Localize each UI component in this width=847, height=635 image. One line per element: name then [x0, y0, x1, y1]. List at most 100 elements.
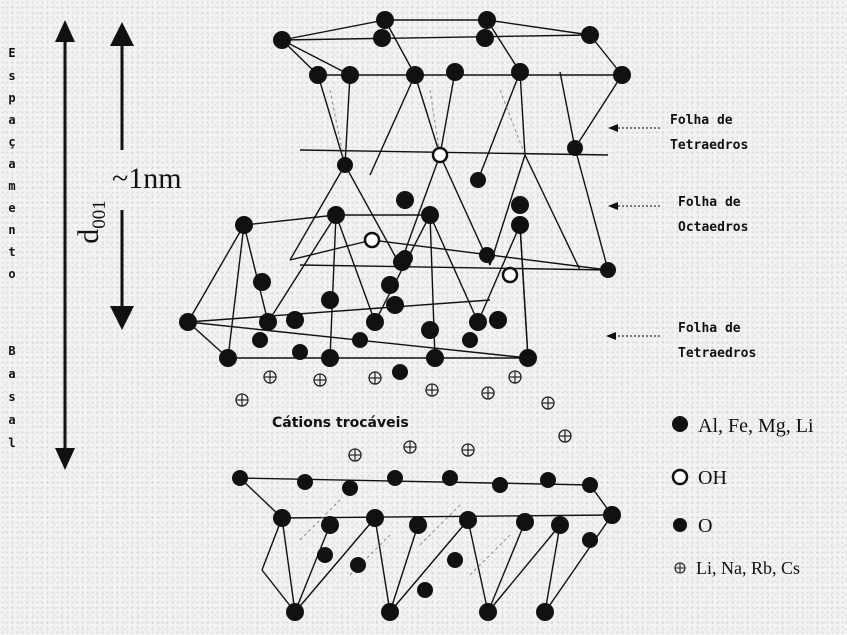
svg-text:Al, Fe, Mg, Li: Al, Fe, Mg, Li [698, 415, 814, 437]
svg-text:Folha de: Folha de [678, 321, 741, 336]
exchangeable-cation-atom [508, 370, 522, 384]
oxygen-atom [253, 273, 271, 291]
oxygen-atom [286, 311, 304, 329]
nm-label: ~1nm [112, 162, 182, 195]
bond-line [439, 154, 491, 266]
svg-text:d001: d001 [72, 200, 110, 244]
oxygen-atom [421, 321, 439, 339]
oxygen-atom [447, 552, 463, 568]
bond-line [299, 149, 609, 156]
oxygen-atom [381, 276, 399, 294]
sheet-label-bottom-tetrahedra: Folha de Tetraedros [678, 321, 756, 361]
oxygen-atom [321, 349, 339, 367]
bond-line [487, 521, 526, 613]
bond-line [329, 89, 346, 166]
oxygen-atom [341, 66, 359, 84]
bond-line [477, 224, 521, 323]
oxygen-atom [350, 557, 366, 573]
oxygen-atom [366, 313, 384, 331]
exchangeable-cation-atom [368, 371, 382, 385]
oxygen-atom [479, 247, 495, 263]
oxygen-atom [511, 63, 529, 81]
oxygen-atom [519, 349, 537, 367]
metal-cation-atom [396, 191, 414, 209]
large-filled-circle-icon [672, 416, 688, 432]
bond-line [384, 19, 416, 76]
exchangeable-cation-atom [403, 440, 417, 454]
bond-line [489, 154, 526, 266]
vertical-word-letter: l [8, 436, 15, 450]
bond-line [243, 214, 337, 226]
oxygen-atom [386, 296, 404, 314]
vertical-word-letter: a [8, 413, 15, 427]
oxygen-atom [567, 140, 583, 156]
bond-line [187, 299, 491, 323]
oxygen-atom [381, 603, 399, 621]
svg-text:Folha de: Folha de [678, 195, 741, 210]
oxygen-atom [373, 29, 391, 47]
bond-line [544, 514, 613, 613]
legend-item-hydroxyl: OH [671, 467, 727, 489]
bond-line [414, 74, 441, 156]
basal-spacing-arrow [55, 20, 75, 470]
legend: Al, Fe, Mg, Li OH O Li, Na, Rb, Cs [671, 415, 814, 578]
bond-line [329, 214, 337, 359]
vertical-word-letter: a [8, 367, 15, 381]
oxygen-atom [459, 511, 477, 529]
svg-text:O: O [698, 515, 712, 537]
vertical-word-letter: s [8, 390, 15, 404]
exchangeable-cation-atom [263, 370, 277, 384]
open-circle-icon [671, 468, 689, 486]
bond-line [477, 71, 521, 181]
exchangeable-cation-atom [558, 429, 572, 443]
oxygen-atom [387, 470, 403, 486]
oxygen-atom [366, 509, 384, 527]
oxygen-atom [446, 63, 464, 81]
bond-line [486, 19, 521, 73]
sheet-label-top-tetrahedra: Folha de Tetraedros [670, 113, 748, 153]
bond-line [289, 164, 346, 261]
oxygen-atom [292, 344, 308, 360]
bond-line [429, 214, 479, 323]
bond-line [486, 19, 591, 36]
bond-line [261, 517, 283, 571]
hydroxyl-atom [431, 146, 449, 164]
exchangeable-cation-atom [348, 448, 362, 462]
bond-line [574, 147, 609, 271]
vertical-word-letter: m [8, 179, 15, 193]
bond-line [559, 71, 576, 149]
oxygen-atom [309, 66, 327, 84]
exchangeable-cation-atom [425, 383, 439, 397]
oxygen-atom [393, 253, 411, 271]
oxygen-atom [516, 513, 534, 531]
oxygen-atom [489, 311, 507, 329]
bond-line [524, 154, 581, 271]
bond-line [519, 71, 526, 156]
bond-line [487, 524, 561, 613]
bond-line [335, 214, 376, 323]
oxygen-atom [409, 516, 427, 534]
legend-item-metal-cations: Al, Fe, Mg, Li [672, 415, 814, 437]
oxygen-atom [479, 603, 497, 621]
oxygen-atom [317, 547, 333, 563]
bond-line [239, 477, 283, 519]
oxygen-atom [376, 11, 394, 29]
exchangeable-cation-atom [313, 373, 327, 387]
vertical-word-letter: o [8, 267, 15, 281]
oxygen-atom [582, 477, 598, 493]
crystal-structure [179, 11, 631, 621]
bond-line [389, 519, 469, 613]
bond-line [467, 519, 489, 613]
hydroxyl-atom [501, 266, 519, 284]
bond-line [294, 524, 331, 613]
oxygen-atom [421, 206, 439, 224]
bond-line [294, 517, 376, 613]
bond-line [369, 74, 416, 176]
bond-line [281, 514, 613, 519]
oxygen-atom [417, 582, 433, 598]
sheet-label-octahedra: Folha de Octaedros [678, 195, 748, 235]
oxygen-atom [352, 332, 368, 348]
vertical-word-letter: B [8, 344, 15, 358]
